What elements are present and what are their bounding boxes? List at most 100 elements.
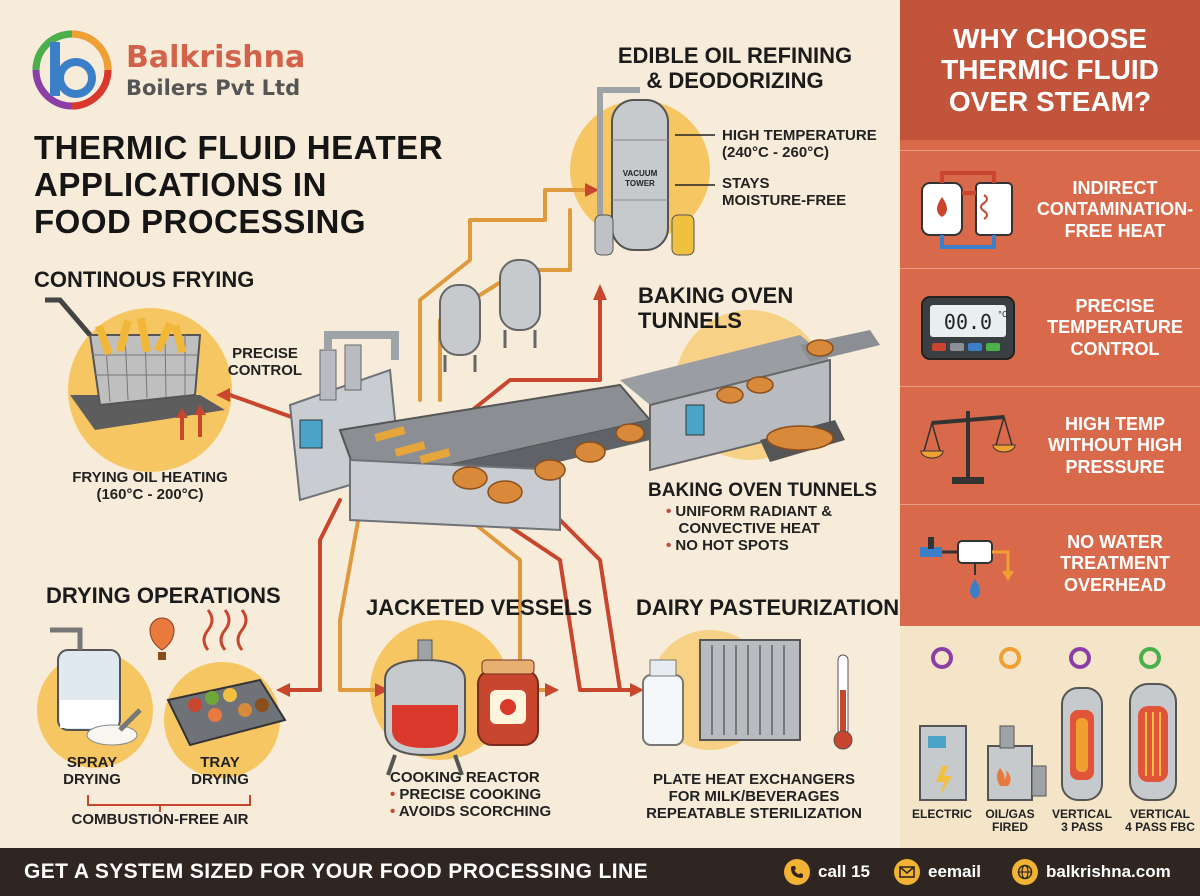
call-link[interactable]: call 15 (784, 848, 870, 896)
frying-heading: CONTINOUS FRYING (34, 267, 255, 292)
balance-scale-icon (920, 411, 1016, 484)
brand-subtitle: Boilers Pvt Ltd (126, 76, 301, 100)
tray-line-1: TRAY (200, 754, 240, 771)
oil-note2-line-2: MOISTURE-FREE (722, 191, 847, 209)
jacketed-bullet-2: AVOIDS SCORCHING (390, 803, 551, 821)
drying-heading: DRYING OPERATIONS (46, 583, 281, 608)
heater-type-electric: ELECTRIC (912, 807, 972, 821)
oil-note2-line-1: STAYS (722, 175, 770, 192)
jacketed-bullets: PRECISE COOKING AVOIDS SCORCHING (390, 786, 551, 821)
why-line-2: THERMIC FLUID (941, 54, 1159, 86)
vacuum-tower-illustration: VACUUM TOWER (594, 87, 715, 256)
why-line-3: OVER STEAM? (948, 85, 1152, 117)
frying-label-line-1: FRYING OIL HEATING (72, 469, 228, 486)
oil-moisture-note: STAYS MOISTURE-FREE (722, 175, 847, 210)
website-link[interactable]: balkrishna.com (1012, 848, 1171, 896)
oil-high-temp-note: HIGH TEMPERATURE (240°C - 260°C) (722, 127, 877, 162)
digital-thermostat-icon: 00.0 °C (921, 296, 1015, 360)
baking-top-heading: BAKING OVEN TUNNELS (638, 283, 794, 333)
oil-note1-line-1: HIGH TEMPERATURE (722, 127, 877, 144)
dairy-line-3: REPEATABLE STERILIZATION (646, 804, 862, 822)
why-heading: WHY CHOOSE THERMIC FLUID OVER STEAM? (900, 0, 1200, 140)
jacketed-label: COOKING REACTOR (390, 769, 540, 786)
dairy-line-1: PLATE HEAT EXCHANGERS (653, 771, 855, 788)
baking-bullet-2: NO HOT SPOTS (666, 537, 832, 555)
process-line-illustration: VACUUM TOWER (32, 30, 880, 812)
electric-heater-icon (919, 725, 967, 801)
water-tap-icon (920, 537, 1014, 599)
email-link[interactable]: eemail (894, 848, 981, 896)
oil-note1-line-2: (240°C - 260°C) (722, 143, 830, 161)
website-text: balkrishna.com (1046, 862, 1171, 881)
frying-oil-label: FRYING OIL HEATING (160°C - 200°C) (40, 469, 260, 504)
jacketed-vessel-illustration (384, 639, 539, 776)
frying-label-line-2: (160°C - 200°C) (96, 485, 204, 503)
title-line-2: APPLICATIONS IN (34, 165, 327, 203)
frying-control-line-1: PRECISE (232, 345, 298, 362)
oil-gas-heater-icon (987, 725, 1047, 801)
oil-heading-line-1: EDIBLE OIL REFINING (617, 43, 853, 68)
heat-exchange-loop-icon (921, 171, 1013, 249)
fryer-basket-illustration (45, 297, 225, 440)
footer-bar: GET A SYSTEM SIZED FOR YOUR FOOD PROCESS… (0, 848, 1200, 896)
frying-control-label: PRECISE CONTROL (220, 345, 310, 380)
jacketed-label-block: COOKING REACTOR PRECISE COOKING AVOIDS S… (390, 769, 551, 821)
thermostat-display: 00.0 (944, 310, 992, 334)
baking-bullet-1: UNIFORM RADIANT & CONVECTIVE HEAT (666, 503, 832, 538)
footer-cta: GET A SYSTEM SIZED FOR YOUR FOOD PROCESS… (24, 860, 648, 883)
vacuum-tower-label-2: TOWER (625, 179, 655, 188)
baking-heading: BAKING OVEN TUNNELS (648, 480, 878, 501)
spray-drying-label: SPRAY DRYING (52, 754, 132, 789)
dairy-heading: DAIRY PASTEURIZATION (636, 595, 900, 620)
title-line-1: THERMIC FLUID HEATER (34, 129, 444, 166)
jacketed-bullet-1: PRECISE COOKING (390, 786, 551, 804)
spray-line-2: DRYING (63, 770, 121, 788)
baking-bullets: UNIFORM RADIANT & CONVECTIVE HEAT NO HOT… (666, 503, 832, 555)
brand-name: Balkrishna (126, 40, 306, 75)
frying-control-line-2: CONTROL (227, 361, 303, 379)
call-text: call 15 (818, 862, 870, 881)
storage-tanks-illustration (439, 259, 541, 372)
why-thermic-panel: WHY CHOOSE THERMIC FLUID OVER STEAM? IND… (900, 0, 1200, 848)
applications-area: VACUUM TOWER (0, 0, 900, 848)
tray-drying-label: TRAY DRYING (180, 754, 260, 789)
drying-footer: COMBUSTION-FREE AIR (71, 811, 249, 828)
baking-oven-illustration (620, 330, 880, 472)
phone-icon (784, 859, 810, 885)
vertical-4-pass-fbc-heater-icon (1129, 683, 1177, 801)
central-thermic-heater-machine (288, 331, 652, 532)
tray-line-2: DRYING (191, 770, 249, 788)
tray-dryer-illustration (166, 609, 287, 747)
globe-icon (1012, 859, 1038, 885)
thermostat-unit: °C (998, 310, 1008, 319)
dairy-equipment-illustration (642, 639, 853, 750)
mail-icon (894, 859, 920, 885)
vertical-3-pass-heater-icon (1061, 687, 1103, 801)
title-line-3: FOOD PROCESSING (34, 202, 367, 240)
page-title: THERMIC FLUID HEATER APPLICATIONS IN FOO… (34, 129, 444, 241)
spray-line-1: SPRAY (66, 754, 118, 771)
dairy-label: PLATE HEAT EXCHANGERS FOR MILK/BEVERAGES… (628, 771, 880, 822)
spray-dryer-illustration (50, 617, 175, 746)
heater-types-illustrations (919, 647, 1177, 801)
email-text: eemail (928, 862, 981, 881)
brand-logo-mark (32, 30, 112, 110)
oil-refining-heading: EDIBLE OIL REFINING & DEODORIZING (610, 43, 860, 93)
dairy-line-2: FOR MILK/BEVERAGES (668, 787, 840, 805)
jacketed-heading: JACKETED VESSELS (366, 595, 593, 620)
drying-bracket (87, 795, 251, 806)
why-line-1: WHY CHOOSE (953, 22, 1147, 54)
